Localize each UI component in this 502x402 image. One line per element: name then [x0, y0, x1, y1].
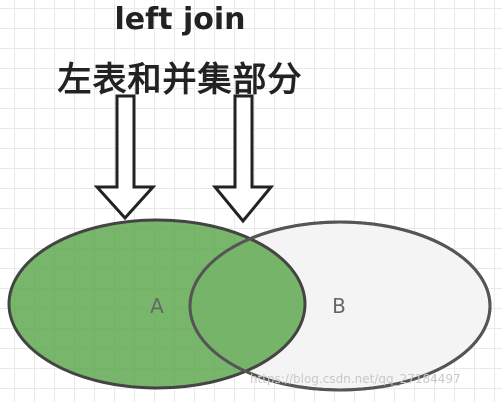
- set-a-label: A: [150, 294, 164, 318]
- set-b-outline: [188, 220, 492, 392]
- set-b-label: B: [332, 294, 346, 318]
- arrow-left-table-icon: [93, 94, 157, 221]
- set-a-circle: [7, 218, 307, 390]
- arrow-intersection-icon: [211, 94, 275, 224]
- watermark: https://blog.csdn.net/qq_27184497: [250, 372, 461, 386]
- title-line-1: left join: [114, 2, 246, 37]
- title-line-2: 左表和并集部分: [57, 60, 303, 100]
